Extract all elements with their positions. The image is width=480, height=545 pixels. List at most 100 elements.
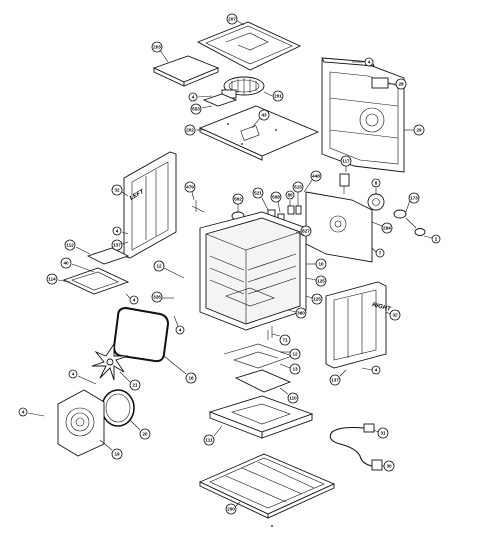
part-fan-cover bbox=[57, 389, 105, 457]
callout: 31 bbox=[373, 427, 389, 439]
callout-label: 43 bbox=[261, 113, 267, 118]
callout: 80 bbox=[285, 190, 295, 206]
callout-label: 4 bbox=[179, 328, 182, 333]
callout-label: 10 bbox=[318, 262, 324, 267]
callout: 515 bbox=[292, 181, 304, 206]
callout-label: 4 bbox=[116, 229, 119, 234]
callout: 10 bbox=[306, 258, 327, 270]
callout-label: 125 bbox=[317, 279, 325, 284]
callout: 117 bbox=[340, 155, 352, 172]
callout: 4 bbox=[68, 369, 97, 385]
callout-label: 114 bbox=[48, 277, 56, 282]
callout-label: 19 bbox=[114, 452, 120, 457]
part-bake-element bbox=[223, 326, 293, 369]
part-top-cover bbox=[152, 55, 220, 87]
callout: 125 bbox=[305, 275, 327, 287]
callout: 8 bbox=[371, 178, 381, 194]
callout-label: 207 bbox=[228, 17, 236, 22]
callout: 110 bbox=[279, 387, 299, 404]
callout: 7 bbox=[371, 247, 385, 258]
callout: 40 bbox=[60, 257, 95, 273]
callout: 4 bbox=[18, 407, 45, 417]
callout: 508 bbox=[270, 191, 282, 213]
callout: 4 bbox=[125, 293, 139, 305]
callout: 4 bbox=[352, 57, 374, 67]
callout: 479 bbox=[184, 181, 196, 201]
right-side-label: RIGHT bbox=[371, 302, 392, 313]
callout: 32 bbox=[385, 309, 401, 321]
callout: 43 bbox=[251, 109, 270, 129]
callout-label: 21 bbox=[132, 383, 138, 388]
callout: 502 bbox=[232, 193, 244, 212]
callout: 125 bbox=[305, 293, 323, 305]
callout: 294 bbox=[371, 221, 393, 234]
callout-label: 521 bbox=[254, 191, 262, 196]
callout-label: 202 bbox=[186, 128, 194, 133]
callout-label: 110 bbox=[289, 396, 297, 401]
part-rear-trim bbox=[321, 57, 389, 89]
callout-label: 71 bbox=[282, 338, 288, 343]
callout: 4 bbox=[188, 92, 213, 102]
callout-label: 4 bbox=[72, 372, 75, 377]
callout: 553 bbox=[190, 103, 213, 115]
stray-dot bbox=[271, 525, 273, 527]
callout: 200 bbox=[225, 501, 241, 515]
callout: 360 bbox=[287, 307, 307, 319]
callout-label: 448 bbox=[312, 174, 320, 179]
callout-label: 2 bbox=[435, 237, 438, 242]
part-rear-wall bbox=[305, 191, 373, 263]
part-sensor bbox=[339, 173, 350, 194]
callout-label: 20 bbox=[142, 432, 148, 437]
callouts: 207 203 4 28 4 201 553 29 202 43 117 8 1… bbox=[18, 13, 441, 515]
callout-label: 326 bbox=[153, 295, 161, 300]
callout: 448 bbox=[303, 170, 322, 193]
callout-label: 502 bbox=[234, 197, 242, 202]
callout: 32 bbox=[111, 184, 129, 197]
callout-label: 137 bbox=[331, 378, 339, 383]
callout: 29 bbox=[404, 124, 425, 136]
part-door-gasket bbox=[112, 306, 170, 363]
callout: 2 bbox=[423, 234, 441, 244]
callout: 4 bbox=[173, 315, 185, 335]
part-wire-harness bbox=[329, 423, 383, 471]
part-bottom-panel bbox=[198, 453, 336, 519]
part-left-side-panel bbox=[123, 151, 177, 259]
part-rear-panel bbox=[321, 59, 405, 173]
part-small-bracket bbox=[202, 93, 238, 107]
callout: 13 bbox=[279, 363, 301, 375]
part-fan-blade bbox=[91, 342, 129, 381]
callout-label: 28 bbox=[398, 82, 404, 87]
callout-label: 7 bbox=[379, 251, 382, 256]
callout-label: 125 bbox=[313, 297, 321, 302]
callout: 326 bbox=[151, 291, 174, 303]
part-right-side-panel bbox=[325, 281, 387, 369]
callout-label: 29 bbox=[416, 128, 422, 133]
callout: 4 bbox=[361, 365, 381, 375]
part-bottom-wrapper bbox=[208, 395, 314, 439]
callout-label: 80 bbox=[287, 193, 293, 198]
callout-label: 4 bbox=[368, 60, 371, 65]
callout-label: 117 bbox=[342, 159, 350, 164]
part-hinge-bracket bbox=[191, 200, 205, 213]
callout-label: 4 bbox=[192, 95, 195, 100]
callout-label: 4 bbox=[375, 368, 378, 373]
callout-label: 112 bbox=[66, 243, 74, 248]
part-convection-blower bbox=[221, 76, 265, 99]
callout: 137 bbox=[111, 239, 129, 251]
part-left-tray bbox=[62, 247, 130, 295]
callout-label: 201 bbox=[274, 94, 282, 99]
callout-label: 294 bbox=[383, 226, 391, 231]
callout: 827 bbox=[295, 225, 312, 237]
callout-label: 111 bbox=[205, 438, 213, 443]
callout-label: 4 bbox=[22, 410, 25, 415]
callout: 19 bbox=[99, 439, 123, 460]
callout-label: 8 bbox=[375, 181, 378, 186]
callout-label: 173 bbox=[410, 196, 418, 201]
callout: 111 bbox=[203, 425, 223, 446]
callout: 16 bbox=[163, 355, 197, 384]
callout: 12 bbox=[153, 260, 185, 279]
callout-label: 32 bbox=[392, 313, 398, 318]
callout: 20 bbox=[129, 419, 151, 440]
callout-label: 16 bbox=[188, 376, 194, 381]
